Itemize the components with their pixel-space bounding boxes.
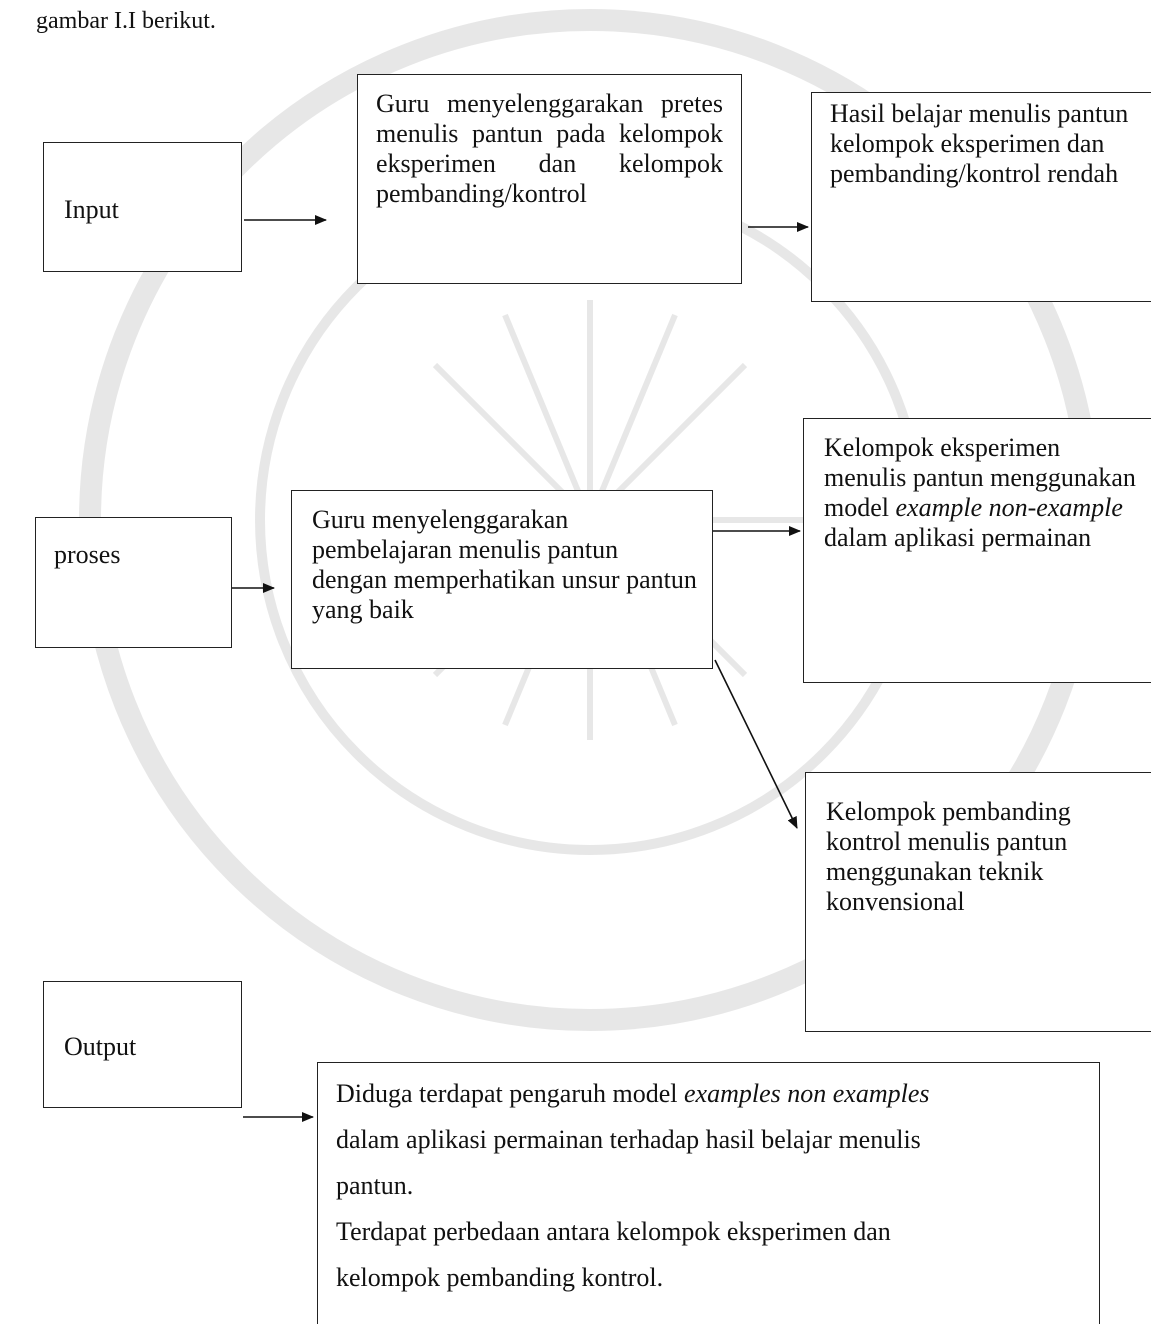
experiment-text-italic: example non-example: [895, 493, 1123, 522]
conclusion-line-1: Diduga terdapat pengaruh model examples …: [336, 1071, 1085, 1117]
experiment-text-part2: dalam aplikasi permainan: [824, 523, 1092, 552]
arrow-learning-to-control: [714, 659, 798, 829]
conclusion-line-1-prefix: Diduga terdapat pengaruh model: [336, 1079, 684, 1108]
pretest-result-text: Hasil belajar menulis pantun kelompok ek…: [830, 99, 1129, 188]
pretest-text: Guru menyelenggarakan pretes menulis pan…: [376, 89, 723, 208]
conclusion-line-1-italic: examples non examples: [684, 1079, 930, 1108]
control-text: Kelompok pembanding kontrol menulis pant…: [826, 797, 1071, 916]
conclusion-line-3: pantun.: [336, 1171, 414, 1200]
caption-text: gambar I.I berikut.: [36, 8, 216, 34]
experiment-text: Kelompok eksperimen menulis pantun mengg…: [824, 433, 1146, 553]
conclusion-box: Diduga terdapat pengaruh model examples …: [317, 1062, 1100, 1324]
learning-text: Guru menyelenggarakan pembelajaran menul…: [312, 505, 697, 624]
pretest-result-box: Hasil belajar menulis pantun kelompok ek…: [811, 92, 1151, 302]
proses-stage-box: proses: [35, 517, 232, 648]
output-stage-label: Output: [64, 1032, 137, 1061]
conclusion-line-4: Terdapat perbedaan antara kelompok ekspe…: [336, 1217, 891, 1246]
input-stage-label: Input: [64, 195, 119, 224]
conclusion-line-5: kelompok pembanding kontrol.: [336, 1263, 664, 1292]
control-box: Kelompok pembanding kontrol menulis pant…: [805, 772, 1151, 1032]
proses-stage-label: proses: [54, 540, 121, 569]
experiment-text-part1: Kelompok eksperimen menulis pantun mengg…: [824, 433, 1136, 522]
pretest-box: Guru menyelenggarakan pretes menulis pan…: [357, 74, 742, 284]
experiment-box: Kelompok eksperimen menulis pantun mengg…: [803, 418, 1151, 683]
input-stage-box: Input: [43, 142, 242, 272]
output-stage-box: Output: [43, 981, 242, 1108]
conclusion-line-2: dalam aplikasi permainan terhadap hasil …: [336, 1125, 921, 1154]
learning-box: Guru menyelenggarakan pembelajaran menul…: [291, 490, 713, 669]
